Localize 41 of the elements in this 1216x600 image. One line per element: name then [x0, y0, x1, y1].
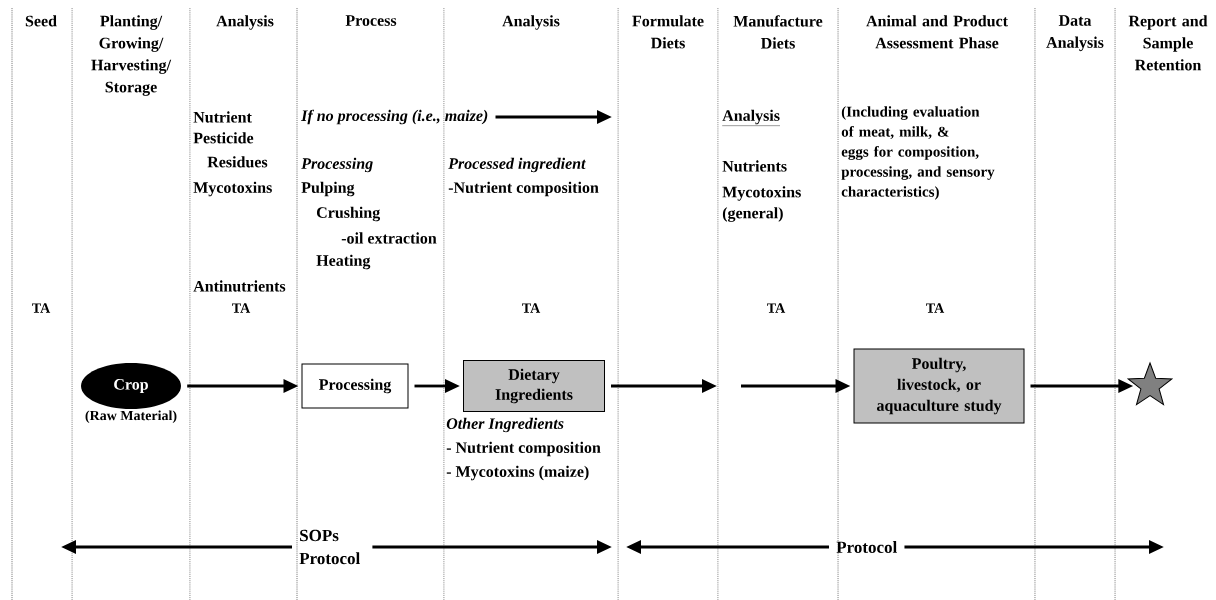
italic-note: Processing	[301, 157, 373, 173]
column-heading: Analysis	[502, 15, 560, 30]
ta-label: TA	[926, 303, 945, 313]
column-heading: Animal and Product Assessment Phase	[866, 15, 1008, 49]
ta-label: TA	[522, 303, 541, 313]
analysis-item: Antinutrients	[193, 280, 286, 292]
star-symbol	[1127, 362, 1173, 406]
column-heading: Formulate Diets	[632, 15, 704, 49]
analysis-item: Pulping	[301, 181, 355, 197]
analysis-item: - Nutrient composition	[446, 441, 601, 457]
column-heading: Data Analysis	[1046, 15, 1104, 52]
study-box: Poultry, livestock, or aquaculture study	[853, 348, 1025, 424]
column-heading: Report and Sample Retention	[1128, 15, 1208, 71]
ta-label: TA	[767, 303, 786, 313]
analysis-item: Nutrients	[722, 160, 787, 172]
process-box: Processing	[301, 363, 409, 409]
analysis-item: Mycotoxins (general)	[722, 186, 801, 222]
analysis-item: Pesticide Residues	[193, 132, 268, 168]
analysis-item: -Nutrient composition	[448, 181, 599, 197]
analysis-item: Mycotoxins	[193, 181, 272, 197]
ta-label: TA	[232, 303, 251, 313]
italic-note: If no processing (i.e., maize)	[301, 109, 488, 125]
analysis-item: Heating	[316, 254, 371, 270]
note-text: (Including evaluation of meat, milk, & eggs for composition, processing, and sensory characteristics)	[841, 106, 995, 200]
column-heading: Seed	[25, 15, 57, 27]
italic-note: Other Ingredients	[446, 417, 564, 433]
analysis-item: -oil extraction	[341, 232, 437, 244]
ta-label: TA	[32, 303, 51, 313]
analysis-item: Nutrient	[193, 111, 252, 123]
analysis-item: Crushing	[317, 206, 381, 222]
document-label: SOPs Protocol	[299, 529, 360, 565]
column-heading: Manufacture Diets	[733, 15, 823, 49]
section-heading: Analysis	[722, 109, 781, 126]
column-heading: Process	[345, 15, 397, 26]
caption-text: (Raw Material)	[85, 410, 177, 424]
analysis-item: - Mycotoxins (maize)	[446, 465, 589, 481]
column-heading: Analysis	[216, 15, 274, 30]
ingredient-box: Dietary Ingredients	[463, 360, 605, 412]
document-label: Protocol	[836, 541, 897, 553]
column-heading: Planting/ Growing/ Harvesting/ Storage	[91, 15, 172, 96]
italic-note: Processed ingredient	[448, 157, 586, 173]
